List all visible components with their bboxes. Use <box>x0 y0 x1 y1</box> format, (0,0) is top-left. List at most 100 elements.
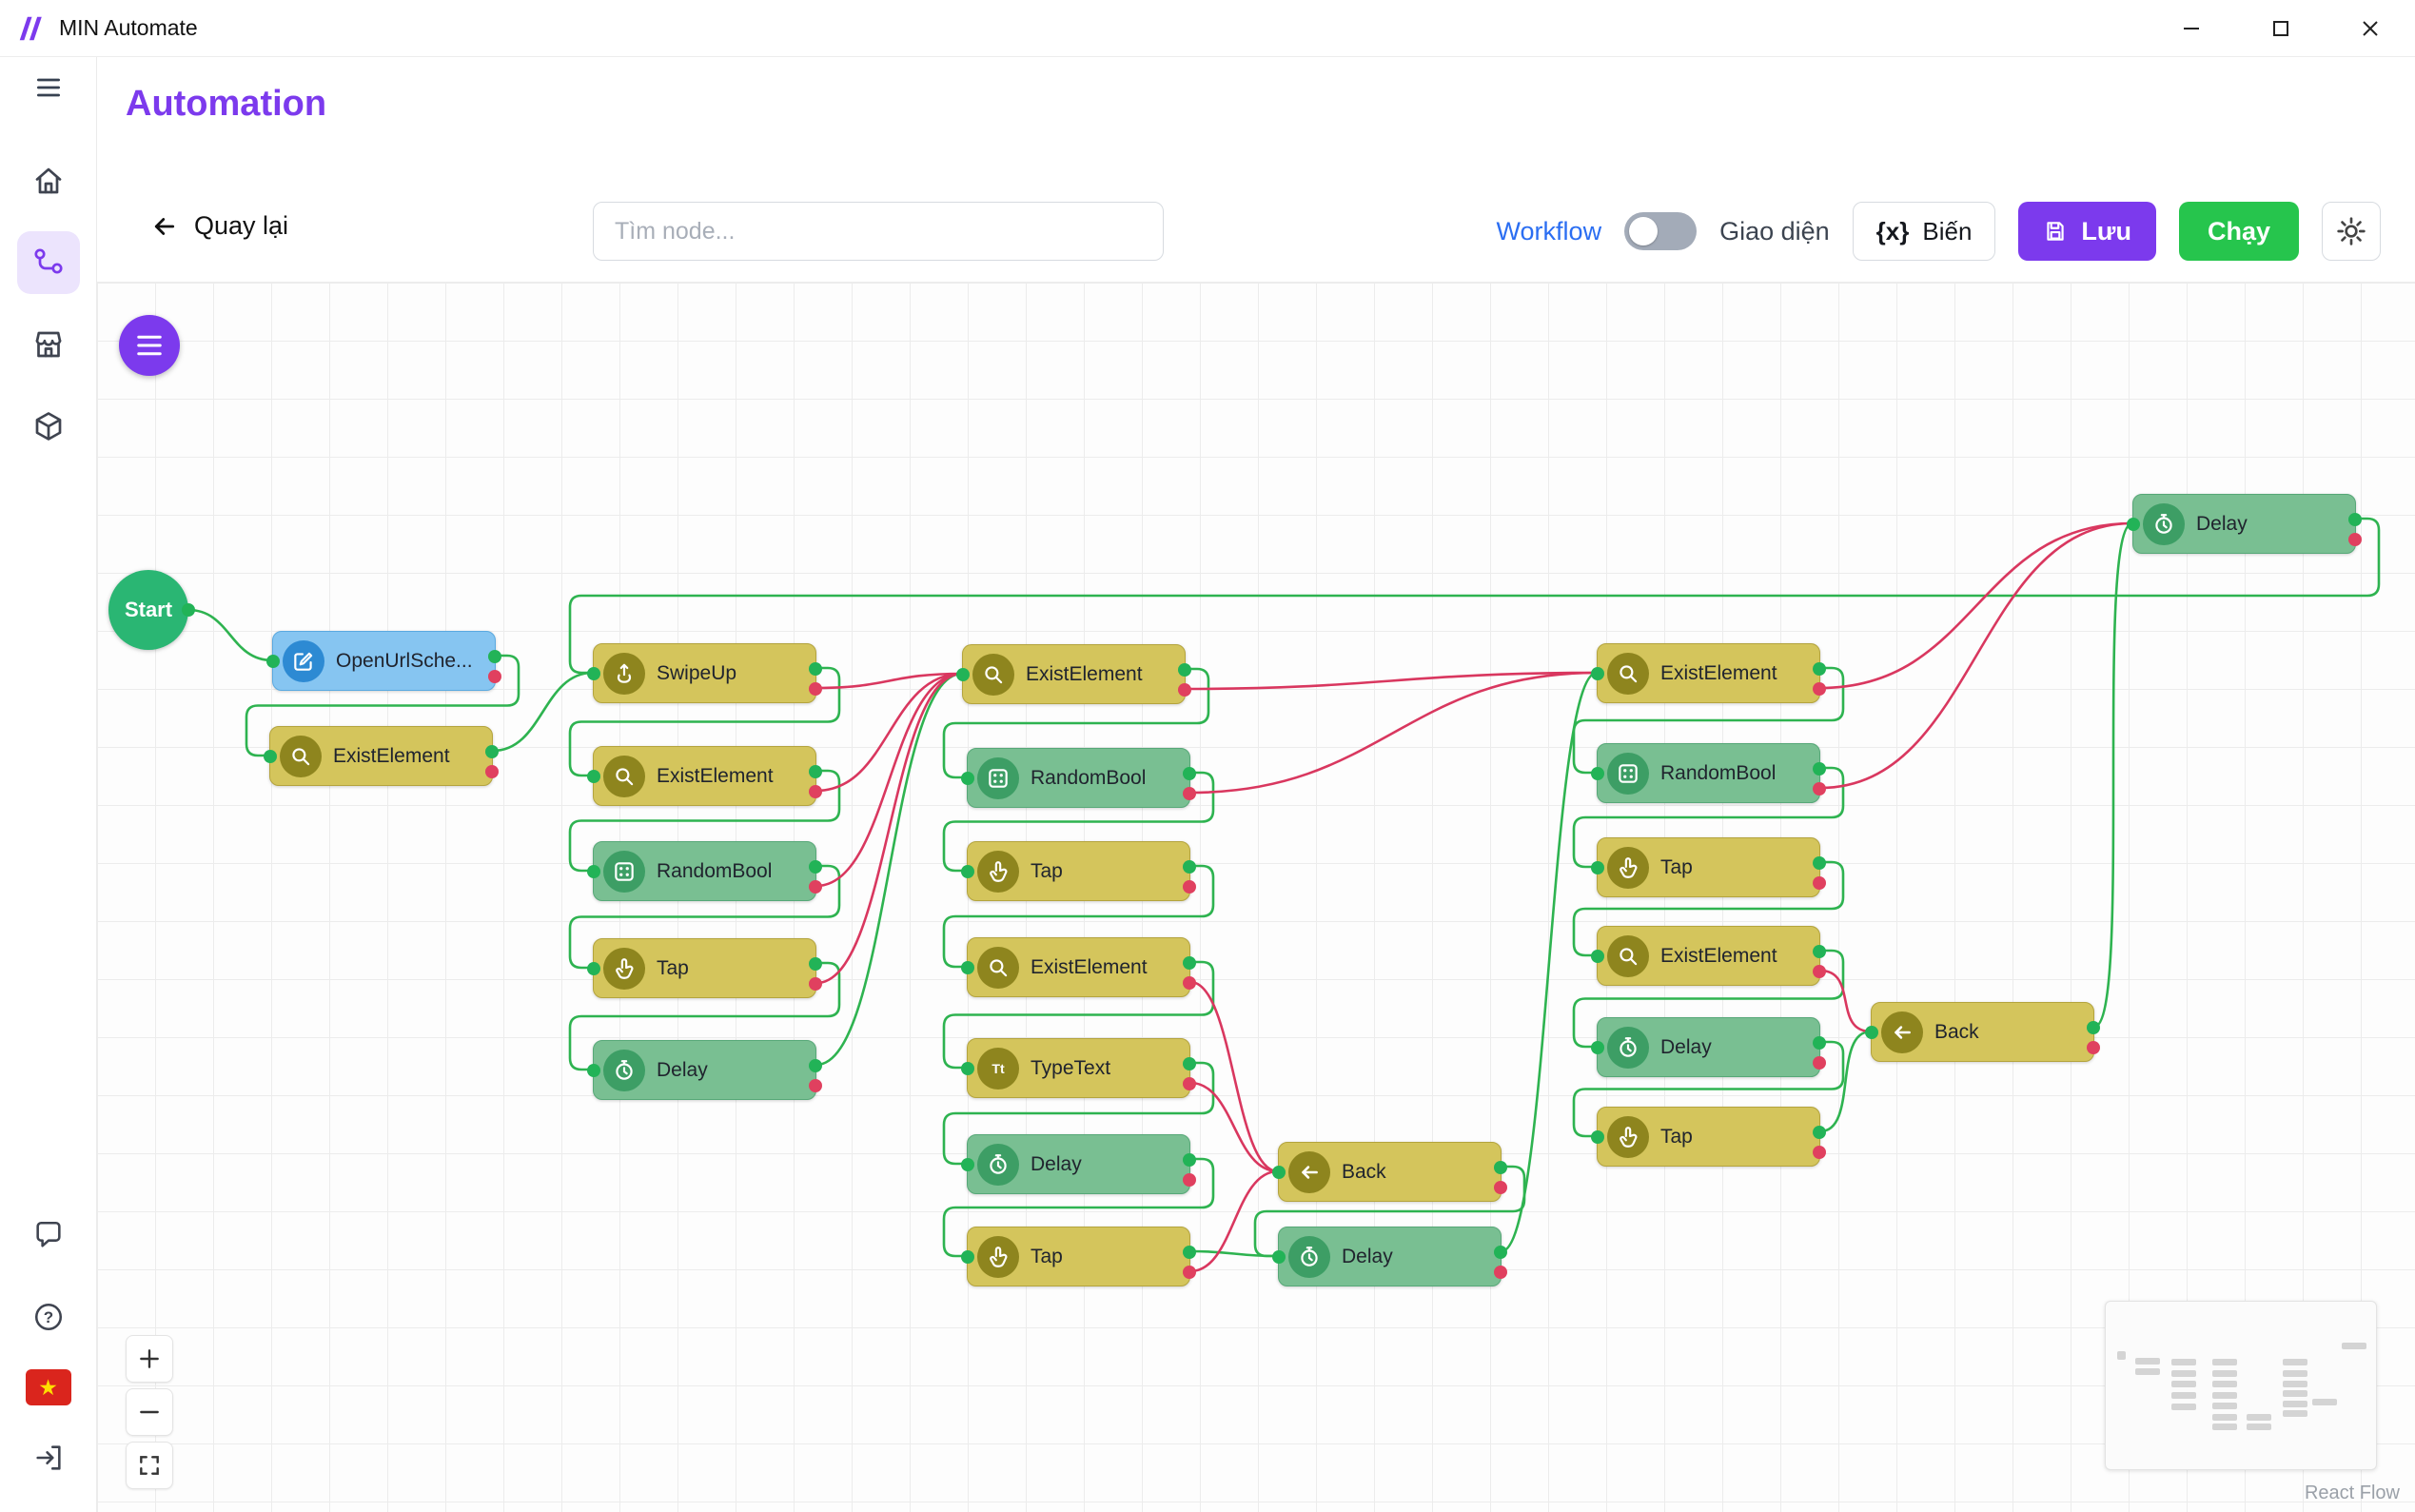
input-handle[interactable] <box>2127 518 2140 531</box>
output-success-handle[interactable] <box>1494 1246 1507 1259</box>
view-toggle[interactable] <box>1624 212 1697 250</box>
minimap[interactable] <box>2105 1301 2377 1470</box>
node-tap2[interactable]: Tap <box>593 938 816 998</box>
output-fail-handle[interactable] <box>1813 682 1826 696</box>
input-handle[interactable] <box>961 1062 974 1075</box>
output-fail-handle[interactable] <box>2348 533 2362 546</box>
output-fail-handle[interactable] <box>1813 782 1826 795</box>
input-handle[interactable] <box>1591 861 1604 874</box>
output-success-handle[interactable] <box>488 650 501 663</box>
node-openurl[interactable]: OpenUrlSche... <box>272 631 496 691</box>
back-button[interactable]: Quay lại <box>150 211 288 241</box>
node-delay2[interactable]: Delay <box>593 1040 816 1100</box>
input-handle[interactable] <box>264 750 277 763</box>
window-close-button[interactable] <box>2326 0 2415 56</box>
node-random4[interactable]: RandomBool <box>1597 743 1820 803</box>
output-fail-handle[interactable] <box>809 977 822 991</box>
node-tap3[interactable]: Tap <box>967 841 1190 901</box>
node-typetext[interactable]: TtTypeText <box>967 1038 1190 1098</box>
input-handle[interactable] <box>1591 1130 1604 1144</box>
zoom-in-button[interactable] <box>126 1335 173 1383</box>
zoom-out-button[interactable] <box>126 1388 173 1436</box>
output-success-handle[interactable] <box>809 765 822 778</box>
input-handle[interactable] <box>1272 1250 1286 1264</box>
save-button[interactable]: Lưu <box>2018 202 2156 261</box>
output-success-handle[interactable] <box>2087 1021 2100 1034</box>
output-success-handle[interactable] <box>1178 663 1191 677</box>
output-success-handle[interactable] <box>1183 1057 1196 1070</box>
language-flag-button[interactable]: ★ <box>26 1369 71 1405</box>
output-fail-handle[interactable] <box>1813 1146 1826 1159</box>
output-success-handle[interactable] <box>1813 762 1826 776</box>
input-handle[interactable] <box>961 1250 974 1264</box>
output-success-handle[interactable] <box>1183 860 1196 874</box>
node-random3[interactable]: RandomBool <box>967 748 1190 808</box>
node-exist4b[interactable]: ExistElement <box>1597 926 1820 986</box>
input-handle[interactable] <box>587 1064 600 1077</box>
input-handle[interactable] <box>961 1158 974 1171</box>
sidebar-item-help[interactable]: ? <box>17 1286 80 1348</box>
sidebar-item-packages[interactable] <box>17 395 80 458</box>
output-fail-handle[interactable] <box>1183 880 1196 893</box>
node-delaymid[interactable]: Delay <box>1278 1227 1502 1286</box>
output-success-handle[interactable] <box>2348 513 2362 526</box>
output-success-handle[interactable] <box>1183 1153 1196 1167</box>
settings-button[interactable] <box>2322 202 2381 261</box>
output-fail-handle[interactable] <box>1494 1266 1507 1279</box>
window-minimize-button[interactable] <box>2147 0 2236 56</box>
output-fail-handle[interactable] <box>1183 1077 1196 1090</box>
input-handle[interactable] <box>1591 950 1604 963</box>
node-exist3b[interactable]: ExistElement <box>967 937 1190 997</box>
output-fail-handle[interactable] <box>1183 1266 1196 1279</box>
sidebar-item-logout[interactable] <box>17 1426 80 1489</box>
output-fail-handle[interactable] <box>2087 1041 2100 1054</box>
menu-toggle-button[interactable] <box>30 72 67 106</box>
output-success-handle[interactable] <box>809 662 822 676</box>
canvas-menu-button[interactable] <box>119 315 180 376</box>
input-handle[interactable] <box>1272 1166 1286 1179</box>
node-exist1[interactable]: ExistElement <box>269 726 493 786</box>
node-backright[interactable]: Back <box>1871 1002 2094 1062</box>
input-handle[interactable] <box>1591 667 1604 680</box>
output-success-handle[interactable] <box>809 1059 822 1072</box>
output-fail-handle[interactable] <box>809 880 822 893</box>
output-fail-handle[interactable] <box>809 682 822 696</box>
input-handle[interactable] <box>961 865 974 878</box>
output-fail-handle[interactable] <box>1813 1056 1826 1070</box>
node-swipeup[interactable]: SwipeUp <box>593 643 816 703</box>
output-fail-handle[interactable] <box>485 765 499 778</box>
node-tap4b[interactable]: Tap <box>1597 1107 1820 1167</box>
output-success-handle[interactable] <box>1813 945 1826 958</box>
output-fail-handle[interactable] <box>1183 1173 1196 1187</box>
run-button[interactable]: Chạy <box>2179 202 2299 261</box>
output-fail-handle[interactable] <box>809 785 822 798</box>
sidebar-item-store[interactable] <box>17 313 80 376</box>
output-fail-handle[interactable] <box>809 1079 822 1092</box>
node-random2[interactable]: RandomBool <box>593 841 816 901</box>
variables-button[interactable]: {x} Biến <box>1853 202 1996 261</box>
input-handle[interactable] <box>956 668 970 681</box>
output-fail-handle[interactable] <box>1494 1181 1507 1194</box>
output-success-handle[interactable] <box>1813 1126 1826 1139</box>
sidebar-item-home[interactable] <box>17 149 80 212</box>
input-handle[interactable] <box>587 865 600 878</box>
input-handle[interactable] <box>587 667 600 680</box>
node-tap4[interactable]: Tap <box>1597 837 1820 897</box>
output-fail-handle[interactable] <box>1183 976 1196 990</box>
node-exist4[interactable]: ExistElement <box>1597 643 1820 703</box>
node-delaytr[interactable]: Delay <box>2132 494 2356 554</box>
output-success-handle[interactable] <box>1183 1246 1196 1259</box>
input-handle[interactable] <box>961 961 974 974</box>
output-fail-handle[interactable] <box>1178 683 1191 697</box>
output-fail-handle[interactable] <box>1813 876 1826 890</box>
node-delay4[interactable]: Delay <box>1597 1017 1820 1077</box>
output-success-handle[interactable] <box>1183 767 1196 780</box>
input-handle[interactable] <box>1865 1026 1878 1039</box>
output-fail-handle[interactable] <box>1183 787 1196 800</box>
window-maximize-button[interactable] <box>2236 0 2326 56</box>
output-success-handle[interactable] <box>1494 1161 1507 1174</box>
input-handle[interactable] <box>266 655 280 668</box>
output-success-handle[interactable] <box>809 957 822 971</box>
node-exist2[interactable]: ExistElement <box>593 746 816 806</box>
fit-view-button[interactable] <box>126 1442 173 1489</box>
